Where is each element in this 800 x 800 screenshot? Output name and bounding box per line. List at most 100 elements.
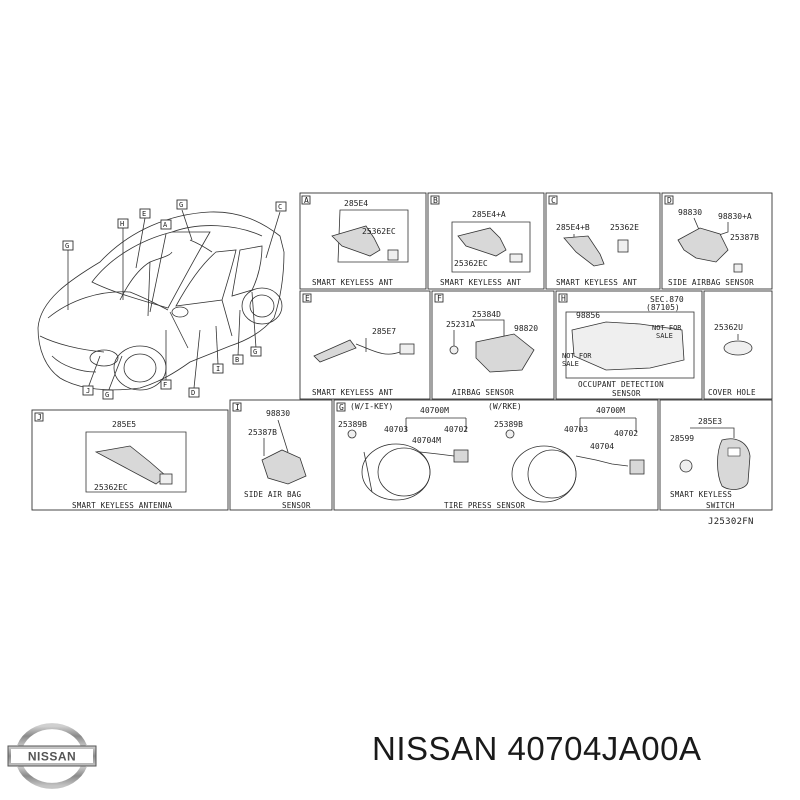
panel-H: H SEC.870 (87105) 98856 NOT FOR SALE NOT… (555, 290, 703, 400)
svg-text:25362EC: 25362EC (94, 483, 128, 492)
svg-text:J: J (86, 387, 90, 395)
svg-text:J: J (37, 413, 42, 422)
svg-text:NOT FOR: NOT FOR (562, 352, 592, 360)
svg-text:25384D: 25384D (472, 310, 501, 319)
panel-A: A 285E4 25362EC SMART KEYLESS ANT (299, 192, 427, 290)
svg-text:25389B: 25389B (338, 420, 367, 429)
panel-E: E 285E7 SMART KEYLESS ANT (299, 290, 431, 400)
svg-text:H: H (120, 220, 124, 228)
svg-text:25362E: 25362E (610, 223, 639, 232)
svg-text:98830+A: 98830+A (718, 212, 752, 221)
svg-text:285E4+B: 285E4+B (556, 223, 590, 232)
panel-B: B 285E4+A 25362EC SMART KEYLESS ANT (427, 192, 545, 290)
svg-text:G: G (105, 391, 109, 399)
svg-text:E: E (142, 210, 146, 218)
svg-text:40704: 40704 (590, 442, 614, 451)
panel-J: J 285E5 25362EC SMART KEYLESS ANTENNA (31, 409, 229, 511)
svg-text:98820: 98820 (514, 324, 538, 333)
svg-text:G: G (179, 201, 183, 209)
svg-text:285E7: 285E7 (372, 327, 396, 336)
panel-I: I 98830 25387B SIDE AIR BAG SENSOR (229, 399, 333, 511)
svg-text:SWITCH: SWITCH (706, 501, 735, 510)
callout-D: D (188, 387, 200, 398)
panel-D: D 98830 98830+A 25387B SIDE AIRBAG SENSO… (661, 192, 773, 290)
svg-text:SEC.870: SEC.870 (650, 295, 684, 304)
callout-C: C (275, 201, 287, 212)
svg-text:40703: 40703 (384, 425, 408, 434)
callout-G-front: G (102, 389, 114, 400)
svg-text:A: A (163, 221, 168, 229)
svg-text:SIDE AIR BAG: SIDE AIR BAG (244, 490, 301, 499)
callout-H: H (117, 218, 129, 229)
part-title: NISSAN 40704JA00A (372, 730, 702, 767)
panel-C: C 285E4+B 25362E SMART KEYLESS ANT (545, 192, 661, 290)
svg-text:285E4: 285E4 (344, 199, 368, 208)
svg-text:COVER HOLE: COVER HOLE (708, 388, 756, 397)
panel-cover-hole: 25362U COVER HOLE (703, 290, 773, 400)
panel-K: 285E3 28599 SMART KEYLESS SWITCH (659, 399, 773, 511)
svg-text:SMART KEYLESS ANT: SMART KEYLESS ANT (440, 278, 521, 287)
svg-text:D: D (667, 196, 672, 205)
svg-text:285E3: 285E3 (698, 417, 722, 426)
svg-text:(W/RKE): (W/RKE) (488, 402, 522, 411)
svg-text:28599: 28599 (670, 434, 694, 443)
svg-text:SENSOR: SENSOR (282, 501, 311, 510)
svg-text:C: C (278, 203, 282, 211)
svg-text:(W/I-KEY): (W/I-KEY) (350, 402, 393, 411)
car-overview: H E A G C G J G F D I B G (37, 199, 287, 400)
svg-text:SMART KEYLESS ANT: SMART KEYLESS ANT (556, 278, 637, 287)
svg-text:40702: 40702 (614, 429, 638, 438)
svg-text:AIRBAG SENSOR: AIRBAG SENSOR (452, 388, 514, 397)
svg-text:G: G (253, 348, 257, 356)
svg-text:E: E (305, 294, 310, 303)
panel-F: F 25384D 25231A 98820 AIRBAG SENSOR (431, 290, 555, 400)
svg-text:25362U: 25362U (714, 323, 743, 332)
svg-text:TIRE PRESS SENSOR: TIRE PRESS SENSOR (444, 501, 525, 510)
svg-text:SALE: SALE (656, 332, 673, 340)
svg-text:F: F (163, 381, 167, 389)
svg-text:(87105): (87105) (646, 303, 680, 312)
svg-text:SALE: SALE (562, 360, 579, 368)
svg-text:C: C (551, 196, 556, 205)
callout-G-top: G (176, 199, 188, 210)
svg-text:SMART KEYLESS ANTENNA: SMART KEYLESS ANTENNA (72, 501, 172, 510)
svg-text:SMART KEYLESS: SMART KEYLESS (670, 490, 732, 499)
nissan-logo: NISSAN (7, 723, 97, 789)
svg-text:285E4+A: 285E4+A (472, 210, 506, 219)
svg-text:B: B (433, 196, 438, 205)
panel-G: G (W/I-KEY) (W/RKE) 40700M 25389B 40703 … (333, 399, 659, 511)
svg-text:H: H (561, 294, 566, 303)
svg-text:40700M: 40700M (596, 406, 625, 415)
svg-text:SMART KEYLESS ANT: SMART KEYLESS ANT (312, 278, 393, 287)
callout-B: B (232, 354, 244, 365)
svg-text:285E5: 285E5 (112, 420, 136, 429)
svg-text:F: F (437, 294, 442, 303)
svg-text:SIDE AIRBAG SENSOR: SIDE AIRBAG SENSOR (668, 278, 754, 287)
svg-text:SMART KEYLESS ANT: SMART KEYLESS ANT (312, 388, 393, 397)
svg-text:98830: 98830 (678, 208, 702, 217)
svg-text:25231A: 25231A (446, 320, 475, 329)
svg-text:OCCUPANT DETECTION: OCCUPANT DETECTION (578, 380, 664, 389)
callout-J: J (82, 385, 94, 396)
svg-text:NOT FOR: NOT FOR (652, 324, 682, 332)
svg-text:I: I (235, 403, 240, 412)
diagram-reference: J25302FN (708, 517, 754, 527)
svg-text:B: B (235, 356, 239, 364)
svg-text:25387B: 25387B (248, 428, 277, 437)
callout-A: A (160, 219, 172, 230)
svg-text:SENSOR: SENSOR (612, 389, 641, 398)
callout-G-left: G (62, 240, 74, 251)
svg-text:40702: 40702 (444, 425, 468, 434)
callout-G-rear: G (250, 346, 262, 357)
svg-text:25362EC: 25362EC (454, 259, 488, 268)
svg-text:25389B: 25389B (494, 420, 523, 429)
svg-text:G: G (65, 242, 69, 250)
callout-F: F (160, 379, 172, 390)
svg-text:I: I (216, 365, 220, 373)
callout-I: I (212, 363, 224, 374)
svg-text:40704M: 40704M (412, 436, 441, 445)
svg-text:G: G (339, 403, 344, 412)
svg-text:40703: 40703 (564, 425, 588, 434)
logo-text: NISSAN (28, 750, 76, 764)
